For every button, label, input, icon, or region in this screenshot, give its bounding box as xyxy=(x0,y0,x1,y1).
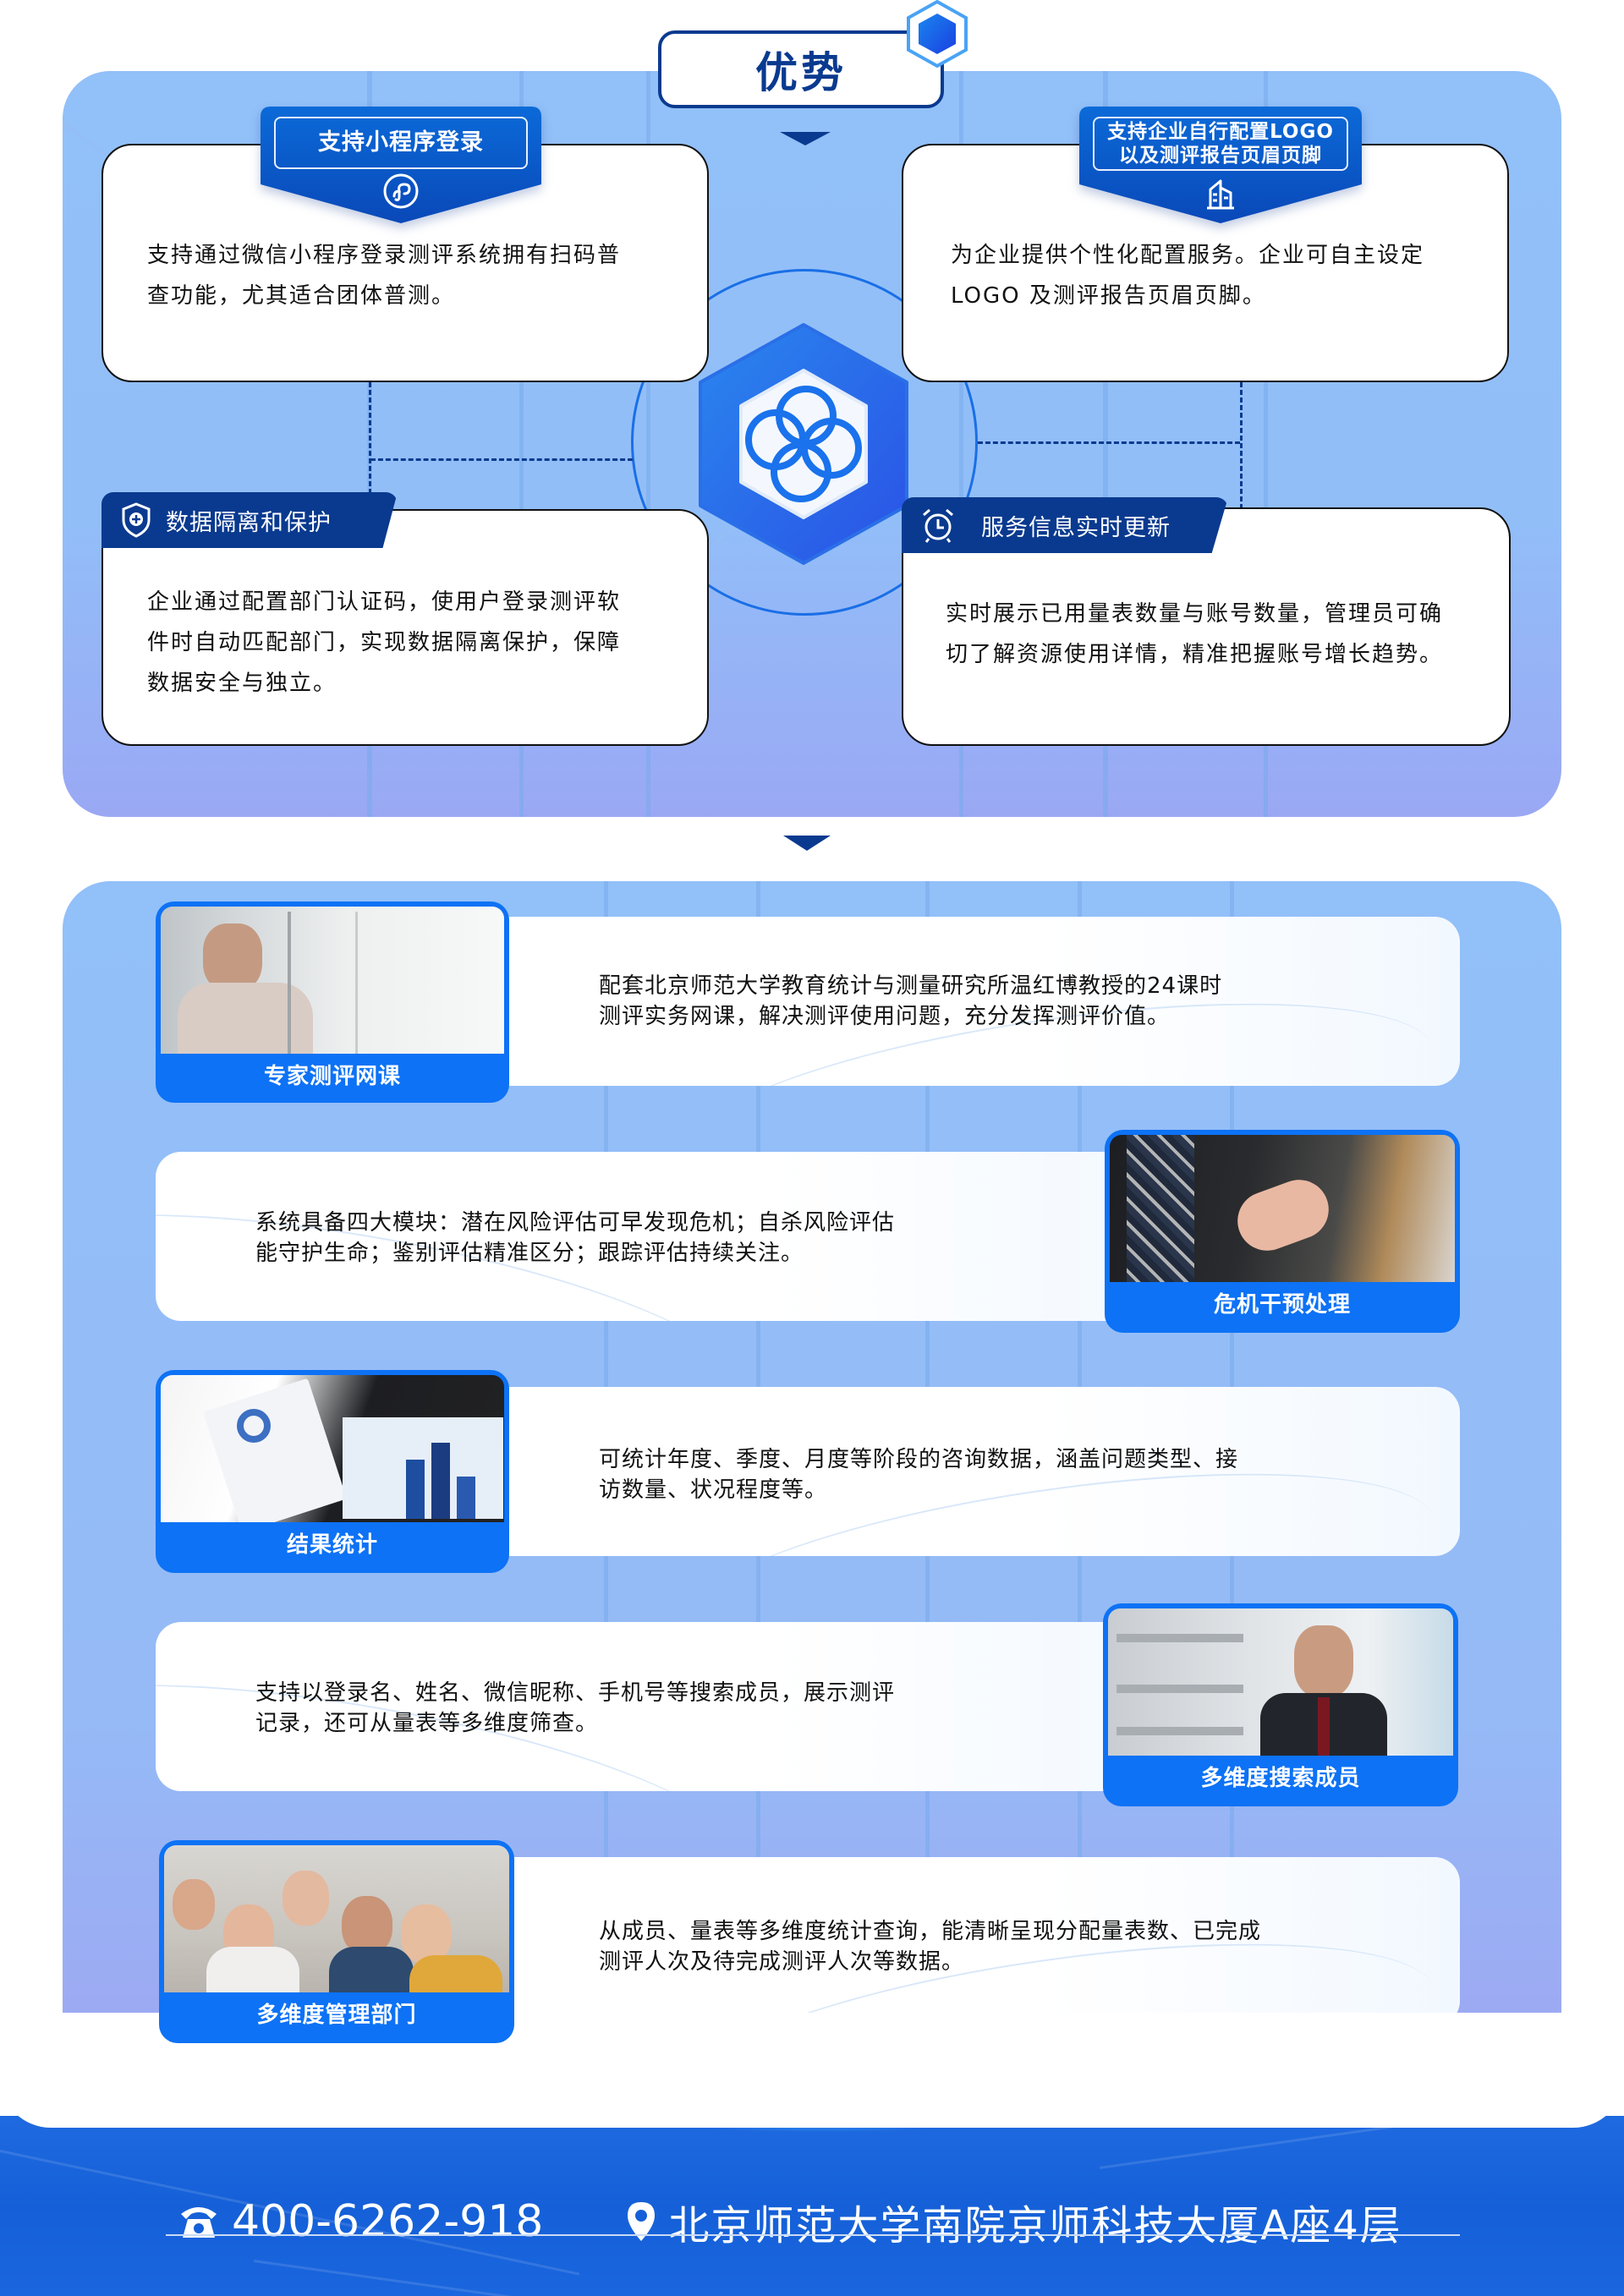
feature-pennant-logo-config: 支持企业自行配置LOGO 以及测评报告页眉页脚 xyxy=(1079,107,1362,225)
service-description: 可统计年度、季度、月度等阶段的咨询数据，涵盖问题类型、接 访数量、状况程度等。 xyxy=(599,1447,1239,1503)
pennant-shape xyxy=(1079,107,1362,223)
feature-pennant-mini-program: 支持小程序登录 xyxy=(261,107,541,225)
service-description: 配套北京师范大学教育统计与测量研究所温红博教授的24课时 测评实务网课，解决测评… xyxy=(599,973,1223,1029)
shield-plus-icon xyxy=(122,502,151,538)
connector-line xyxy=(369,382,371,509)
service-photo-card-crisis-intervention: 危机干预处理 xyxy=(1105,1130,1460,1333)
team-group-photo xyxy=(164,1845,509,1992)
circuit-decoration xyxy=(1103,71,1108,817)
service-photo-card-result-statistics: 结果统计 xyxy=(156,1370,509,1573)
pennant-title: 支持企业自行配置LOGO 以及测评报告页眉页脚 xyxy=(1093,117,1348,171)
service-label: 危机干预处理 xyxy=(1213,1292,1351,1318)
clasped-hands-photo xyxy=(1110,1135,1455,1282)
location-pin-icon xyxy=(628,2202,656,2241)
service-label: 多维度搜索成员 xyxy=(1200,1766,1361,1791)
service-description: 从成员、量表等多维度统计查询，能清晰呈现分配量表数、已完成 测评人次及待完成测评… xyxy=(599,1919,1262,1975)
four-loop-logo-icon xyxy=(699,323,908,565)
arrow-down-icon xyxy=(780,132,831,145)
connector-line xyxy=(1240,382,1243,509)
service-card-expert-course: 配套北京师范大学教育统计与测量研究所温红博教授的24课时 测评实务网课，解决测评… xyxy=(423,917,1460,1086)
circuit-decoration xyxy=(519,71,524,817)
pennant-shape xyxy=(261,107,541,223)
service-card-result-statistics: 可统计年度、季度、月度等阶段的咨询数据，涵盖问题类型、接 访数量、状况程度等。 xyxy=(423,1387,1460,1556)
feature-description: 实时展示已用量表数量与账号数量，管理员可确 切了解资源使用详情，精准把握账号增长… xyxy=(946,601,1444,667)
contact-footer: 400-6262-918 北京师范大学南院京师科技大厦A座4层 xyxy=(0,2116,1624,2296)
section-title: 优势 xyxy=(755,48,847,97)
service-photo-card-expert-course: 专家测评网课 xyxy=(156,901,509,1103)
service-photo-card-department-management: 多维度管理部门 xyxy=(159,1840,514,2043)
phone-number[interactable]: 400-6262-918 xyxy=(232,2196,544,2247)
feature-card-data-isolation: 企业通过配置部门认证码，使用户登录测评软 件时自动匹配部门，实现数据隔离保护，保… xyxy=(102,509,709,746)
alarm-clock-icon xyxy=(923,508,953,543)
service-label: 专家测评网课 xyxy=(263,1064,401,1089)
contact-row: 400-6262-918 北京师范大学南院京师科技大厦A座4层 xyxy=(178,2192,1402,2251)
telephone-icon xyxy=(181,2207,217,2238)
feature-description: 支持通过微信小程序登录测评系统拥有扫码普 查功能，尤其适合团体普测。 xyxy=(147,243,622,309)
footer-divider xyxy=(166,2234,1460,2236)
service-card-member-search: 支持以登录名、姓名、微信昵称、手机号等搜索成员，展示测评 记录，还可从量表等多维… xyxy=(156,1622,1189,1791)
service-label: 多维度管理部门 xyxy=(256,2003,417,2028)
feature-tab-data-isolation: 数据隔离和保护 xyxy=(102,492,398,548)
mini-program-icon xyxy=(383,173,419,209)
pennant-title: 支持小程序登录 xyxy=(274,117,528,169)
feature-description: 为企业提供个性化配置服务。企业可自主设定 LOGO 及测评报告页眉页脚。 xyxy=(951,243,1425,309)
hexagon-icon xyxy=(907,0,968,68)
address: 北京师范大学南院京师科技大厦A座4层 xyxy=(668,2202,1402,2249)
circuit-decoration xyxy=(1264,71,1268,817)
service-card-department-management: 从成员、量表等多维度统计查询，能清晰呈现分配量表数、已完成 测评人次及待完成测评… xyxy=(423,1857,1460,2026)
streak-decoration xyxy=(253,2260,1008,2296)
charts-report-photo xyxy=(161,1375,504,1522)
building-icon xyxy=(1207,179,1234,210)
feature-tab-realtime-info: 服务信息实时更新 xyxy=(902,497,1228,553)
decorative-ring xyxy=(631,269,978,616)
feature-description: 企业通过配置部门认证码，使用户登录测评软 件时自动匹配部门，实现数据隔离保护，保… xyxy=(147,589,622,696)
service-card-crisis-intervention: 系统具备四大模块：潜在风险评估可早发现危机；自杀风险评估 能守护生命；鉴别评估精… xyxy=(156,1152,1189,1321)
service-photo-card-member-search: 多维度搜索成员 xyxy=(1103,1603,1458,1806)
arrow-down-icon xyxy=(783,836,831,851)
businessman-phone-photo xyxy=(1108,1608,1453,1756)
presenter-photo xyxy=(161,907,504,1054)
section-title-badge: 优势 xyxy=(658,30,944,108)
service-description: 支持以登录名、姓名、微信昵称、手机号等搜索成员，展示测评 记录，还可从量表等多维… xyxy=(255,1680,896,1736)
connector-line xyxy=(370,458,633,461)
connector-line xyxy=(978,441,1240,444)
service-description: 系统具备四大模块：潜在风险评估可早发现危机；自杀风险评估 能守护生命；鉴别评估精… xyxy=(255,1210,896,1266)
service-label: 结果统计 xyxy=(286,1532,378,1558)
